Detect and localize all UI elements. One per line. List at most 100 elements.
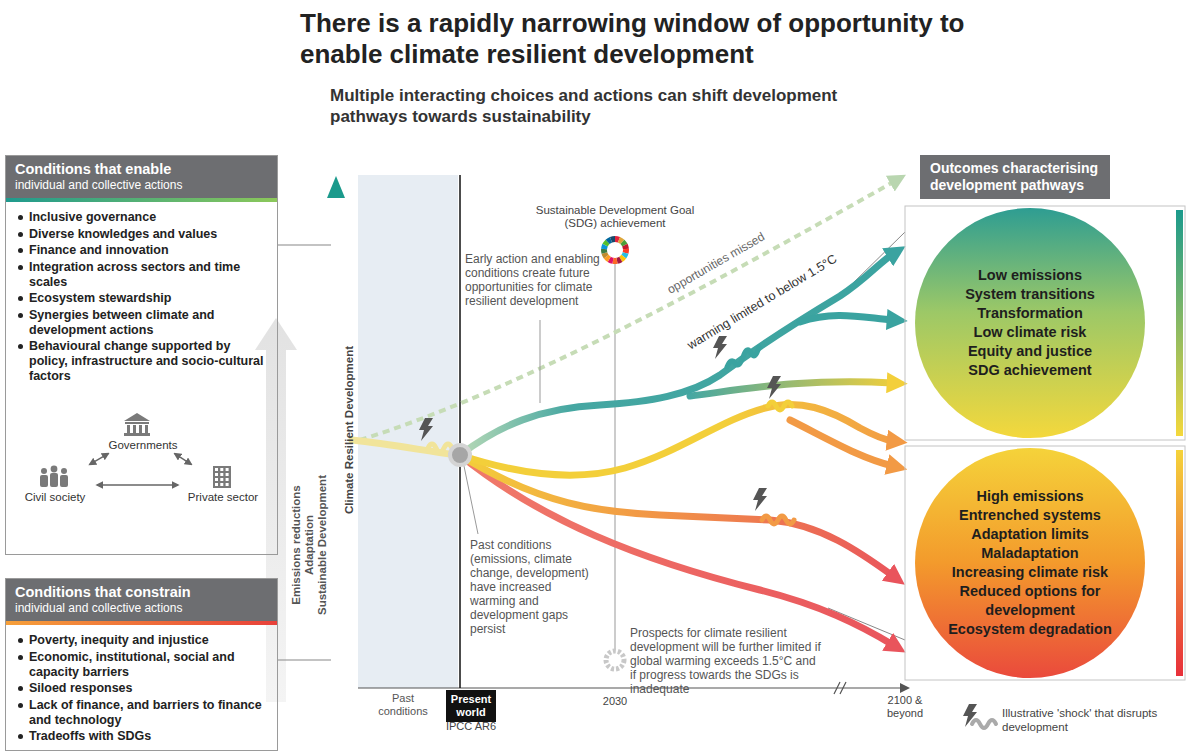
sdg-segment [624, 253, 626, 257]
sdg-segment [608, 240, 611, 242]
shape-rect [50, 473, 58, 487]
x-axis-head [900, 683, 910, 693]
sdg-segment [625, 245, 626, 249]
pathways [352, 254, 893, 645]
leader-line [540, 320, 541, 403]
bullet-item: Poverty, inequity and injustice [16, 633, 269, 648]
bullet-list: Poverty, inequity and injusticeEconomic,… [6, 625, 277, 750]
shape-use [963, 704, 977, 727]
outcome-item: Ecosystem degradation [941, 620, 1119, 639]
shape-rect [60, 475, 68, 487]
panel-subheading: individual and collective actions [15, 178, 268, 193]
outcome-heading: Outcomes characterising development path… [930, 160, 1100, 194]
sdg-segment [605, 242, 607, 245]
sdg-segment [604, 245, 605, 249]
outcome-item: Reduced options for development [941, 582, 1119, 620]
axis-head [327, 176, 345, 198]
circle-shape [910, 447, 1150, 679]
bullet-dot [18, 655, 23, 660]
bullet-dot [18, 296, 23, 301]
colour-bar [6, 621, 277, 625]
shock-legend-sample [963, 704, 996, 728]
bullet-dot [18, 638, 23, 643]
bullet-dot [18, 313, 23, 318]
sdg-segment [623, 249, 629, 253]
bullet-item: Inclusive governance [16, 210, 269, 225]
bullet-item: Ecosystem stewardship [16, 291, 269, 306]
bullet-dot [18, 703, 23, 708]
shape-g [215, 468, 229, 486]
outcome-frame [905, 206, 1185, 440]
sdg-ring-faded [606, 651, 624, 669]
bullet-dot [18, 344, 23, 349]
outcome-item: Transformation [941, 304, 1119, 323]
axis-line [333, 196, 340, 690]
window [215, 473, 218, 476]
actor-label: Governments [106, 438, 180, 452]
circle-fill [915, 208, 1145, 438]
actor-connector [97, 484, 178, 486]
private-sector-icon [213, 466, 231, 488]
annotation: Multiple interacting choices and actions… [330, 85, 870, 127]
bullet-item: Lack of finance, and barriers to finance… [16, 698, 269, 728]
panel-header: Conditions that constrainindividual and … [6, 579, 277, 621]
outcome-bar [1176, 210, 1183, 436]
leader-line [464, 466, 478, 534]
leader-line [278, 244, 331, 245]
shape-rect [145, 425, 148, 433]
present-dot [450, 445, 470, 465]
bullet-item: Synergies between climate and developmen… [16, 308, 269, 338]
shape-rect [139, 425, 142, 433]
outcome-item: Adaptation limits [941, 525, 1119, 544]
panel-header: Conditions that enableindividual and col… [6, 156, 277, 198]
outcome-item: Increasing climate risk [941, 563, 1119, 582]
shape-rect [127, 425, 130, 433]
shape-rect [125, 422, 149, 424]
sdg-segment [613, 258, 617, 264]
actor-box: Private sector [181, 466, 265, 504]
annotation: Past conditions (emissions, climate chan… [470, 538, 594, 636]
circle-fill [915, 448, 1145, 678]
annotation: 2100 & beyond [878, 694, 932, 720]
government-icon [124, 413, 150, 436]
shape-circle [51, 466, 58, 473]
actor-box: Governments [106, 414, 180, 452]
window [220, 483, 223, 486]
bullet-item: Integration across sectors and time scal… [16, 260, 269, 290]
sdg-segment [604, 253, 606, 257]
shape-path [768, 402, 792, 410]
bullet-dot [18, 232, 23, 237]
actor-label: Private sector [181, 490, 265, 504]
shape-rect [40, 475, 48, 487]
condition-panel: Conditions that constrainindividual and … [5, 578, 278, 751]
bullet-item: Economic, institutional, social and capa… [16, 650, 269, 680]
yellow-path [460, 404, 893, 475]
bullet-list: Inclusive governanceDiverse knowledges a… [6, 202, 277, 390]
annotation: Prospects for climate resilient developm… [630, 626, 824, 696]
shocks [419, 336, 794, 524]
bullet-dot [18, 248, 23, 253]
annotation: opportunities missed [662, 228, 770, 298]
bullet-dot [18, 265, 23, 270]
leader-line [278, 659, 331, 660]
annotation: Sustainable Development Goal (SDG) achie… [527, 204, 703, 230]
shape-path [428, 444, 452, 452]
bullet-dot [18, 215, 23, 220]
condition-panel: Conditions that enableindividual and col… [5, 155, 278, 555]
x-axis [358, 687, 900, 688]
outcome-bar [1176, 450, 1183, 676]
annotation: Early action and enabling conditions cre… [465, 252, 605, 308]
outcome-item: High emissions [941, 487, 1119, 506]
teal-path [800, 316, 893, 322]
window [226, 473, 229, 476]
shape-path [727, 347, 759, 367]
window [215, 468, 218, 471]
annotation: Sustainable Development [316, 475, 329, 615]
panel-subheading: individual and collective actions [15, 601, 268, 616]
panel-heading: Conditions that constrain [15, 584, 268, 601]
shape-circle [41, 468, 47, 474]
outcome-item: System transitions [941, 285, 1119, 304]
window [220, 473, 223, 476]
outcome-circle: Low emissionsSystem transitionsTransform… [910, 207, 1150, 439]
shape-circle [61, 468, 67, 474]
